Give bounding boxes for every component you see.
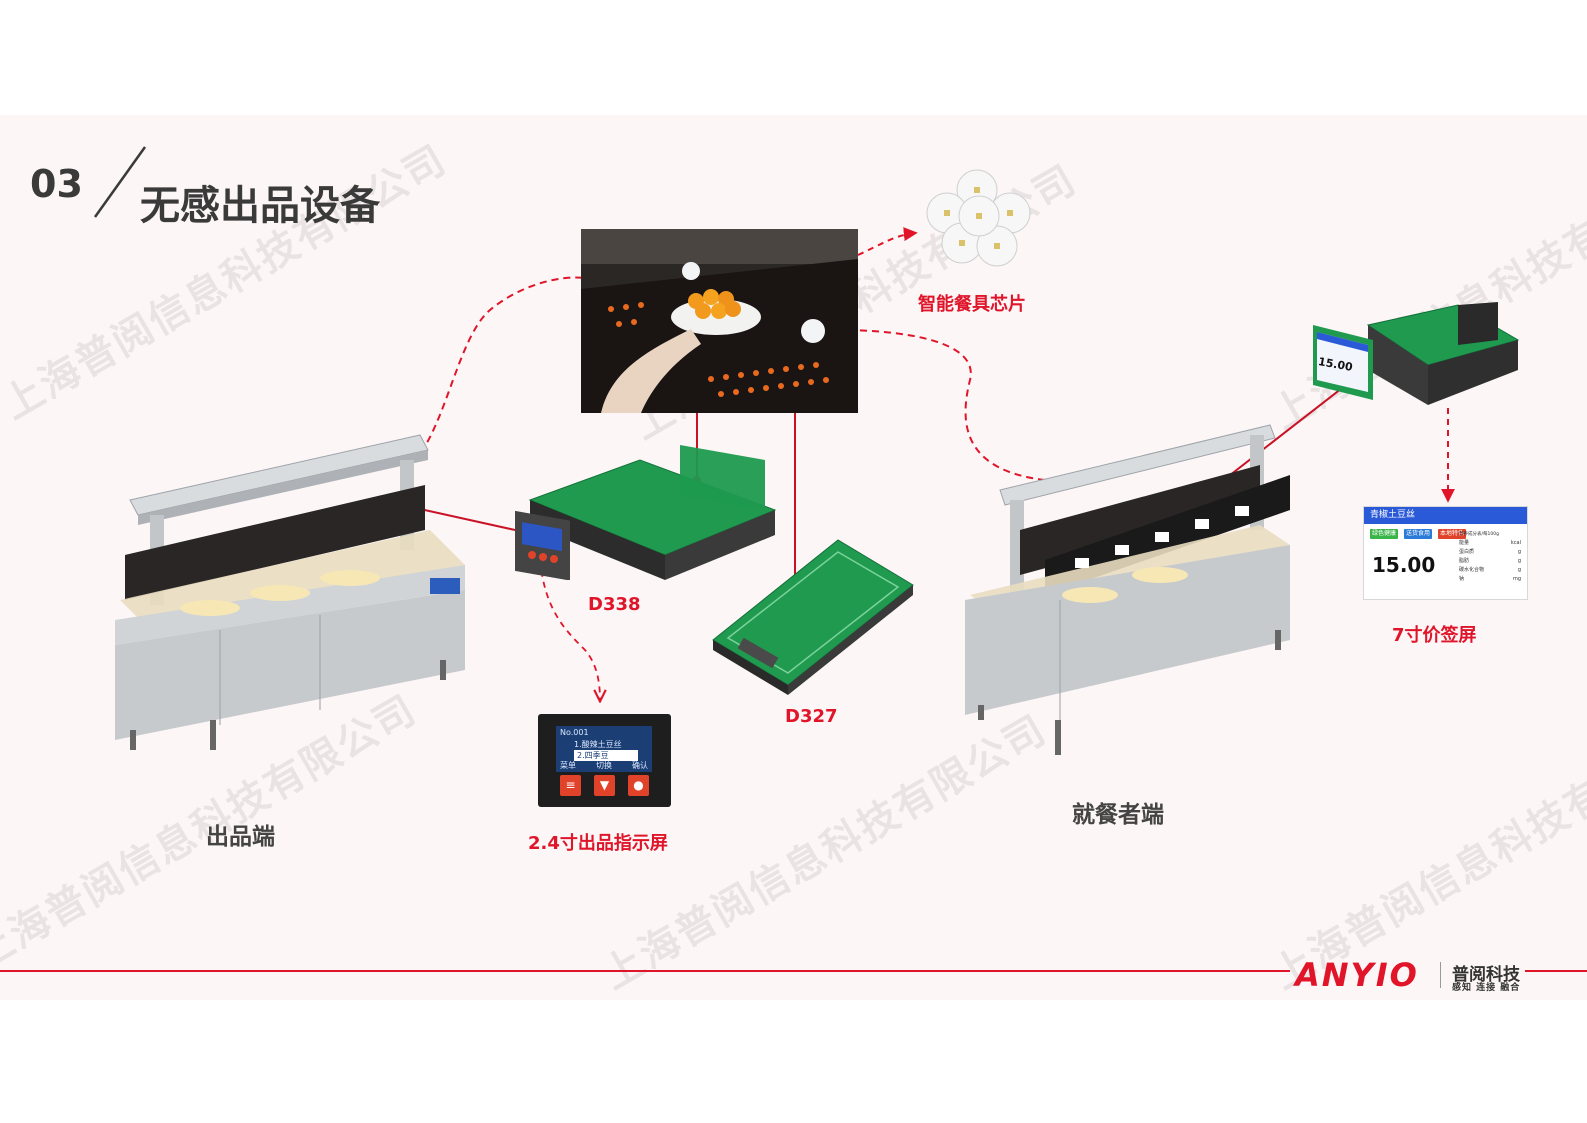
nutrition-header: 营养成分表/每100g [1459, 532, 1499, 537]
brand-name: 普阅科技 [1452, 965, 1520, 985]
d338-label: D338 [588, 594, 641, 615]
serving-counter-illustration [115, 434, 465, 750]
indicator-screen: No.001 1.酸辣土豆丝 2.四季豆 菜单 切换 确认 ≡ ▼ ● [538, 714, 671, 807]
dish-line-2: 2.四季豆 [574, 750, 638, 761]
down-button[interactable]: ▼ [594, 775, 615, 796]
menu-label: 菜单 [560, 761, 576, 770]
chip-label: 智能餐具芯片 [918, 294, 1026, 315]
chip-tags-illustration [926, 169, 1031, 267]
smart-plate-photo [581, 229, 858, 413]
page-title: 无感出品设备 [140, 183, 380, 229]
indicator-display: No.001 1.酸辣土豆丝 2.四季豆 菜单 切换 确认 [556, 726, 652, 772]
confirm-button[interactable]: ● [628, 775, 649, 796]
d338-device-illustration [515, 445, 777, 580]
indicator-screen-label: 2.4寸出品指示屏 [528, 833, 668, 854]
footer-line-right [1525, 970, 1587, 972]
price-screen-label: 7寸价签屏 [1392, 625, 1477, 646]
company-logo: ANYIO [1295, 956, 1419, 994]
dish-line-1: 1.酸辣土豆丝 [574, 740, 622, 749]
diner-counter-illustration [965, 424, 1290, 755]
menu-button[interactable]: ≡ [560, 775, 581, 796]
tag-3: 本地特色 [1438, 529, 1467, 539]
diner-end-label: 就餐者端 [1072, 802, 1164, 828]
footer-line [0, 970, 1290, 972]
dish-name: 青椒土豆丝 [1364, 507, 1527, 524]
confirm-label: 确认 [632, 761, 648, 770]
tag-1: 绿色健康 [1370, 529, 1399, 539]
brand-slogan: 感知 连接 融合 [1452, 983, 1521, 993]
section-divider [93, 146, 147, 218]
switch-label: 切换 [596, 761, 612, 770]
serving-end-label: 出品端 [206, 824, 275, 850]
logo-separator [1440, 962, 1441, 988]
order-number: No.001 [560, 728, 589, 737]
section-number: 03 [30, 162, 83, 206]
d327-label: D327 [785, 706, 838, 727]
price-screen: 青椒土豆丝 绿色健康 送货食用 本地特色 15.00 营养成分表/每100g 能… [1363, 506, 1528, 600]
price-value: 15.00 [1372, 553, 1436, 577]
price-tag-module-illustration [1313, 302, 1520, 405]
tag-2: 送货食用 [1404, 529, 1433, 539]
d327-device-illustration [712, 539, 914, 695]
